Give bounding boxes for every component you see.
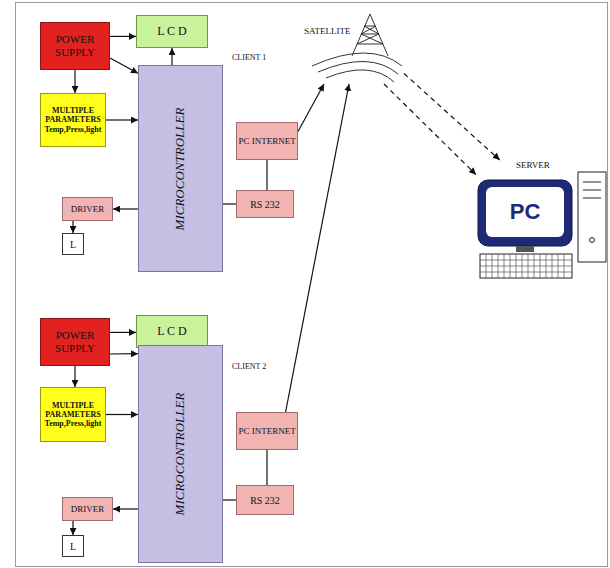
connector (110, 332, 136, 333)
node-label: POWER SUPPLY (41, 329, 109, 355)
microcontroller-box: MICROCONTROLLER (138, 65, 223, 272)
connector (171, 48, 172, 65)
monitor-screen (486, 187, 564, 237)
node-sublabel: PC (486, 200, 564, 224)
connector (106, 119, 138, 120)
drive-slots (583, 182, 601, 198)
tower-symbol (352, 14, 388, 56)
connector (110, 353, 138, 354)
keyboard-keys (480, 254, 572, 278)
sensor-box: MULTIPLE PARAMETERS Temp,Press,light (40, 93, 106, 147)
connector (266, 160, 267, 190)
node-label: PC INTERNET (238, 426, 295, 437)
internet-box: PC INTERNET (236, 412, 298, 450)
lcd-box: L C D (136, 315, 208, 348)
connector (113, 508, 138, 509)
connector (113, 208, 138, 209)
node-label: PC INTERNET (238, 136, 295, 147)
node-label: L (70, 239, 76, 250)
keyboard-symbol (480, 254, 572, 278)
load-box: L (62, 535, 84, 557)
driver-box: DRIVER (62, 197, 113, 221)
node-label: L C D (157, 324, 187, 339)
connector (74, 366, 75, 387)
connector (266, 450, 267, 485)
connector (223, 203, 236, 204)
node-label: SERVER (516, 160, 608, 171)
connector (110, 58, 138, 73)
monitor-stand (516, 246, 534, 252)
tower-case (578, 172, 606, 262)
node-label: POWER SUPPLY (41, 33, 109, 59)
rs232-box: RS 232 (236, 190, 294, 218)
lcd-box: L C D (136, 15, 208, 48)
connector (106, 414, 138, 415)
node-label: MICROCONTROLLER (173, 107, 189, 230)
internet-box: PC INTERNET (236, 122, 298, 160)
power-button (590, 238, 595, 243)
dashed-arrow (404, 74, 500, 161)
node-label: MICROCONTROLLER (173, 393, 189, 516)
power-supply-box: POWER SUPPLY (40, 318, 110, 366)
satellite-node: SATELLITE (304, 14, 404, 84)
microcontroller-box: MICROCONTROLLER (138, 345, 223, 563)
dish-arc (326, 70, 394, 82)
client-label: CLIENT 2 (232, 362, 266, 372)
connector (74, 70, 75, 93)
power-supply-box: POWER SUPPLY (40, 22, 110, 70)
monitor-frame (478, 180, 572, 246)
node-label: L (70, 541, 76, 552)
node-label: SATELLITE (304, 26, 404, 37)
client-label: CLIENT 1 (232, 53, 266, 63)
driver-box: DRIVER (62, 497, 113, 521)
connector (72, 521, 73, 535)
node-label: RS 232 (250, 495, 280, 506)
dish-arc (312, 53, 402, 66)
node-label: DRIVER (71, 504, 105, 514)
connector (110, 36, 136, 37)
node-label: RS 232 (250, 199, 280, 210)
connector (72, 221, 73, 233)
connector (223, 499, 236, 500)
node-label: DRIVER (71, 204, 105, 214)
node-label: MULTIPLE PARAMETERS Temp,Press,light (43, 401, 103, 429)
connector (298, 84, 324, 132)
rs232-box: RS 232 (236, 485, 294, 515)
node-label: MULTIPLE PARAMETERS Temp,Press,light (43, 106, 103, 134)
load-box: L (62, 233, 84, 255)
node-label: L C D (157, 24, 187, 39)
dashed-arrow (384, 84, 476, 175)
dish-arc (318, 61, 398, 74)
sensor-box: MULTIPLE PARAMETERS Temp,Press,light (40, 387, 106, 442)
frame-rect (16, 3, 608, 567)
server-node: SERVER PC (476, 160, 608, 282)
